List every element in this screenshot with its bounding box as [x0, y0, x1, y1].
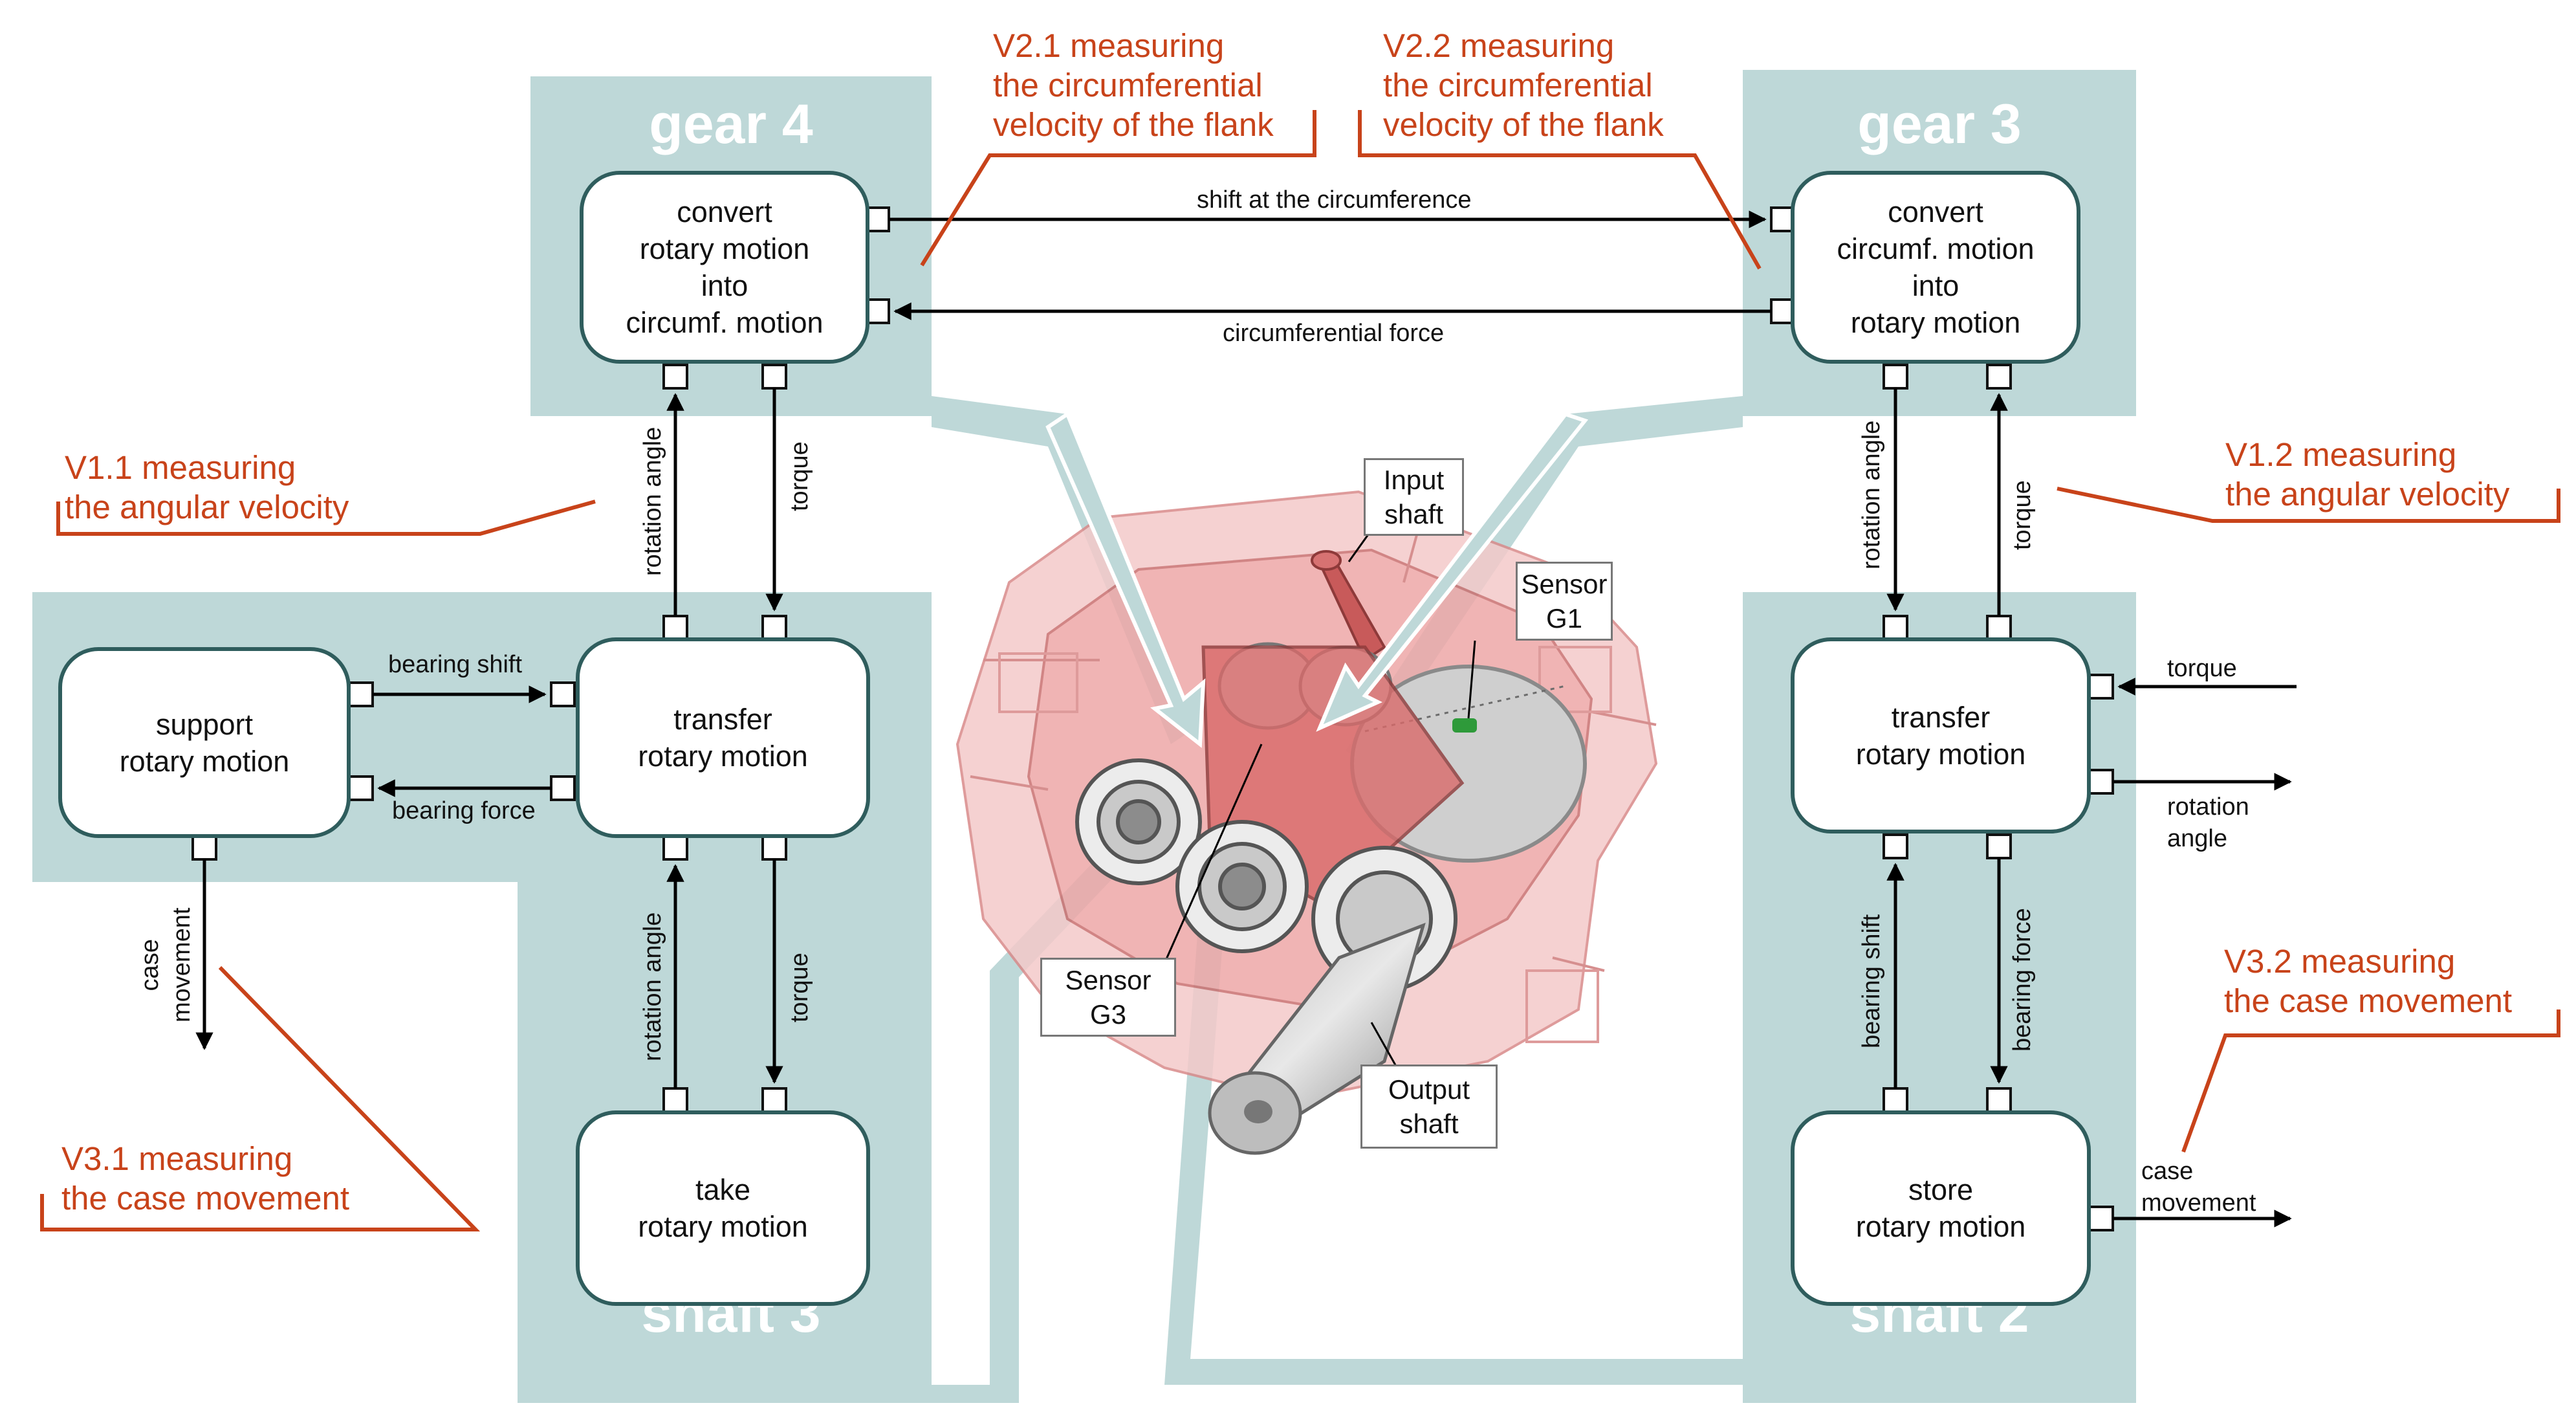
v31-leader — [40, 965, 481, 1231]
white-pointer-arrows — [1045, 411, 1589, 748]
output-shaft — [1208, 922, 1426, 1155]
label-torque-input: torque — [2167, 655, 2237, 682]
flow-arrows — [195, 210, 2297, 1228]
label-case-movement-left: case movement — [136, 907, 195, 1022]
v12-leader — [2057, 487, 2560, 523]
label-rotation-angle-lower: rotation angle — [639, 912, 666, 1061]
input-shaft — [1311, 550, 1386, 662]
gearbox-illustration — [955, 490, 1658, 1155]
label-torque-upper: torque — [786, 441, 813, 511]
label-rotation-angle-right: rotation angle — [1858, 420, 1885, 569]
callout-output-shaft: Output shaft — [1360, 1064, 1498, 1149]
label-torque-right: torque — [2009, 480, 2036, 550]
measurement-v22: V2.2 measuring the circumferential veloc… — [1383, 27, 1664, 143]
v32-leader — [2181, 1009, 2560, 1153]
sensor-g1-line — [1467, 640, 1476, 719]
label-bearing-shift: bearing shift — [388, 651, 523, 678]
measurement-v31: V3.1 measuring the case movement — [61, 1140, 350, 1217]
callout-input-shaft: Input shaft — [1364, 458, 1464, 536]
group-title-gear3: gear 3 — [1857, 93, 2022, 155]
block-shaft3-take: take rotary motion — [576, 1110, 870, 1306]
block-gear3-convert: convert circumf. motion into rotary moti… — [1791, 171, 2080, 364]
measurement-v21: V2.1 measuring the circumferential veloc… — [993, 27, 1274, 143]
callout-sensor-g1: Sensor G1 — [1516, 562, 1613, 641]
label-shift-circumference: shift at the circumference — [1197, 186, 1472, 214]
label-rotation-angle-output: rotation angle — [2167, 793, 2249, 852]
measurement-v12: V1.2 measuring the angular velocity — [2225, 436, 2510, 513]
label-case-movement-right: case movement — [2141, 1158, 2256, 1217]
block-shaft2-transfer: transfer rotary motion — [1791, 637, 2091, 833]
callout-sensor-g3: Sensor G3 — [1040, 958, 1176, 1037]
label-rotation-angle-upper: rotation angle — [639, 426, 666, 576]
v21-leader — [920, 110, 1316, 267]
measurement-v11: V1.1 measuring the angular velocity — [65, 449, 349, 525]
sensor-g1-marker — [1452, 718, 1477, 733]
group-title-gear4: gear 4 — [649, 93, 813, 155]
gear4-pointer — [1045, 411, 1206, 748]
sensor-g3-line — [1160, 744, 1263, 971]
measurement-leaders — [40, 110, 2560, 1231]
v11-leader — [56, 500, 596, 536]
label-bearing-shift-right: bearing shift — [1858, 914, 1885, 1048]
block-shaft3-support: support rotary motion — [58, 647, 351, 838]
block-shaft2-store: store rotary motion — [1791, 1110, 2091, 1306]
ports — [191, 206, 2114, 1231]
label-bearing-force-right: bearing force — [2009, 908, 2036, 1052]
v22-leader — [1358, 110, 1762, 270]
gear3-pointer — [1316, 412, 1589, 732]
block-shaft3-transfer: transfer rotary motion — [576, 637, 870, 838]
label-circumferential-force: circumferential force — [1223, 320, 1445, 347]
block-gear4-convert: convert rotary motion into circumf. moti… — [580, 171, 869, 364]
label-torque-lower: torque — [786, 953, 813, 1022]
measurement-v32: V3.2 measuring the case movement — [2224, 943, 2513, 1019]
label-bearing-force: bearing force — [392, 797, 536, 824]
